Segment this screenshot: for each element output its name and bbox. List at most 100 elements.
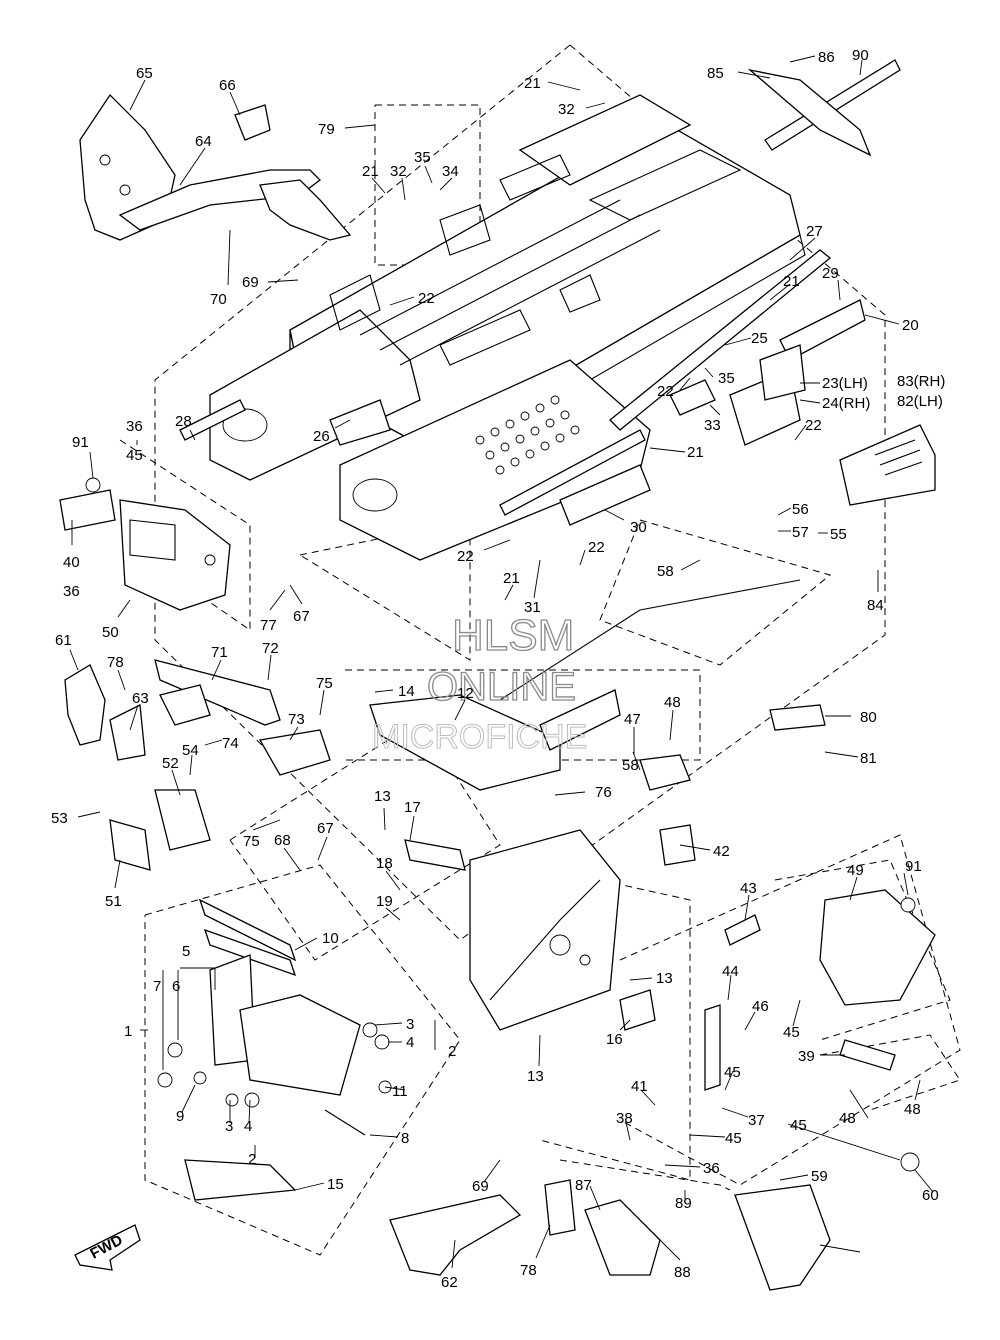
callout: 88 — [674, 1264, 691, 1281]
callout: 6 — [172, 978, 180, 995]
callout: 45 — [783, 1024, 800, 1041]
callout: 7 — [153, 978, 161, 995]
callout: 49 — [847, 862, 864, 879]
callout: 42 — [713, 843, 730, 860]
callout: 37 — [748, 1112, 765, 1129]
callout: 26 — [313, 428, 330, 445]
callout: 52 — [162, 755, 179, 772]
main-frame-tunnel — [179, 94, 832, 561]
callout: 75 — [316, 675, 333, 692]
callout: 72 — [262, 640, 279, 657]
callout: 67 — [293, 608, 310, 625]
callout: 23(LH) — [822, 375, 868, 392]
right-bracket-group — [819, 889, 936, 1172]
callout: 21 — [687, 444, 704, 461]
callout: 22 — [588, 539, 605, 556]
callout: 65 — [136, 65, 153, 82]
callout: 82(LH) — [897, 393, 943, 410]
callout: 21 — [503, 570, 520, 587]
callout: 84 — [867, 597, 884, 614]
rear-section-parts — [669, 59, 936, 506]
callout: 16 — [606, 1031, 623, 1048]
callout: 38 — [616, 1110, 633, 1127]
callout: 1 — [124, 1023, 132, 1040]
callout: 45 — [790, 1117, 807, 1134]
callout: 34 — [442, 163, 459, 180]
callout: 36 — [63, 583, 80, 600]
callout: 64 — [195, 133, 212, 150]
watermark-line2: ONLINE — [427, 665, 576, 709]
callout: 36 — [703, 1160, 720, 1177]
callout: 45 — [724, 1064, 741, 1081]
callout: 45 — [126, 447, 143, 464]
callout: 13 — [656, 970, 673, 987]
callout: 2 — [448, 1043, 456, 1060]
callout: 50 — [102, 624, 119, 641]
callout: 78 — [520, 1262, 537, 1279]
callout: 3 — [225, 1118, 233, 1135]
callout: 54 — [182, 742, 199, 759]
callout: 28 — [175, 413, 192, 430]
callout: 75 — [243, 833, 260, 850]
callout: 22 — [657, 383, 674, 400]
callout: 58 — [657, 563, 674, 580]
callout: 29 — [822, 265, 839, 282]
callout: 45 — [725, 1130, 742, 1147]
leader-lines — [69, 55, 934, 1269]
left-middle-parts — [64, 659, 331, 871]
callout: 78 — [107, 654, 124, 671]
callout: 33 — [704, 417, 721, 434]
callout: 3 — [406, 1016, 414, 1033]
callout: 55 — [830, 526, 847, 543]
watermark-line3: MICROFICHE — [372, 718, 587, 756]
left-bracket-group — [59, 477, 231, 611]
callout: 35 — [414, 149, 431, 166]
callout: 13 — [527, 1068, 544, 1085]
callout: 85 — [707, 65, 724, 82]
callout: 4 — [406, 1034, 414, 1051]
callout: 30 — [630, 519, 647, 536]
callout: 31 — [524, 599, 541, 616]
callout: 56 — [792, 501, 809, 518]
callout: 21 — [783, 273, 800, 290]
callout: 76 — [595, 784, 612, 801]
callouts: 65 66 64 79 21 32 85 86 90 21 32 35 34 7… — [51, 47, 945, 1291]
callout: 70 — [210, 291, 227, 308]
callout: 44 — [722, 963, 739, 980]
callout: 66 — [219, 77, 236, 94]
callout: 89 — [675, 1195, 692, 1212]
callout: 48 — [839, 1110, 856, 1127]
callout: 41 — [631, 1078, 648, 1095]
callout: 21 — [362, 163, 379, 180]
callout: 79 — [318, 121, 335, 138]
callout: 61 — [55, 632, 72, 649]
front-left-parts — [79, 93, 352, 241]
callout: 22 — [418, 290, 435, 307]
callout: 73 — [288, 711, 305, 728]
callout: 22 — [805, 417, 822, 434]
dashed-group-outlines — [119, 44, 961, 1256]
callout: 35 — [718, 370, 735, 387]
lower-left-mount-group — [157, 898, 392, 1201]
callout: 18 — [376, 855, 393, 872]
callout: 19 — [376, 893, 393, 910]
callout: 68 — [274, 832, 291, 849]
watermark: HLSM ONLINE MICROFICHE — [372, 610, 588, 756]
callout: 36 — [126, 418, 143, 435]
callout: 83(RH) — [897, 373, 945, 390]
callout: 14 — [398, 683, 415, 700]
callout: 9 — [176, 1108, 184, 1125]
callout: 2 — [248, 1151, 256, 1168]
callout: 69 — [472, 1178, 489, 1195]
callout: 32 — [558, 101, 575, 118]
callout: 17 — [404, 799, 421, 816]
callout: 48 — [664, 694, 681, 711]
watermark-line1: HLSM — [452, 611, 574, 660]
callout: 39 — [798, 1048, 815, 1065]
callout: 21 — [524, 75, 541, 92]
callout: 58 — [622, 757, 639, 774]
callout: 71 — [211, 644, 228, 661]
callout: 86 — [818, 49, 835, 66]
callout: 11 — [392, 1083, 408, 1100]
